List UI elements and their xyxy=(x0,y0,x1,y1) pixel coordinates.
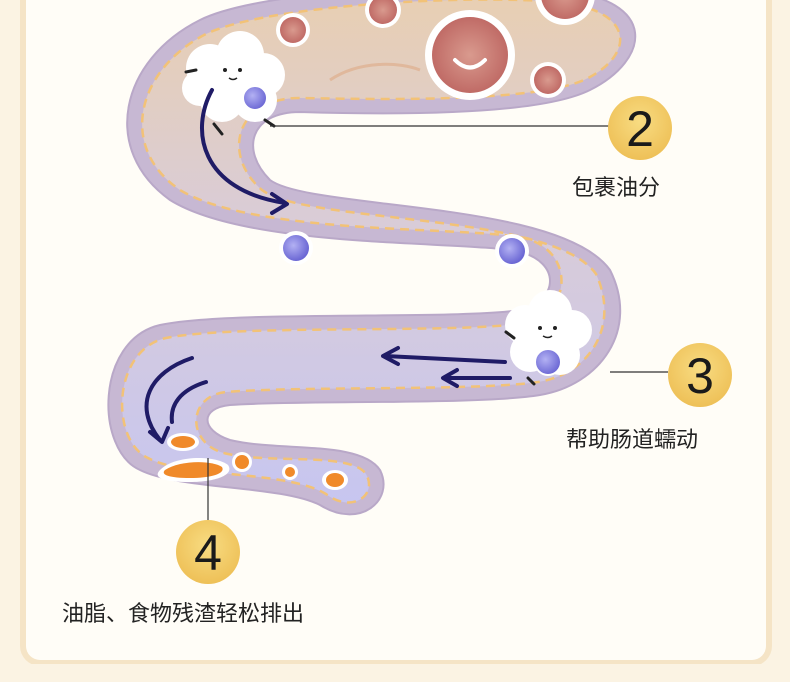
step-3-number: 3 xyxy=(686,348,714,404)
step-3-label: 帮助肠道蠕动 xyxy=(566,422,698,454)
step-2-number: 2 xyxy=(626,101,654,157)
step-2-label: 包裹油分 xyxy=(572,170,660,202)
step-4-label: 油脂、食物残渣轻松排出 xyxy=(62,596,304,628)
step-4-number: 4 xyxy=(194,525,222,581)
